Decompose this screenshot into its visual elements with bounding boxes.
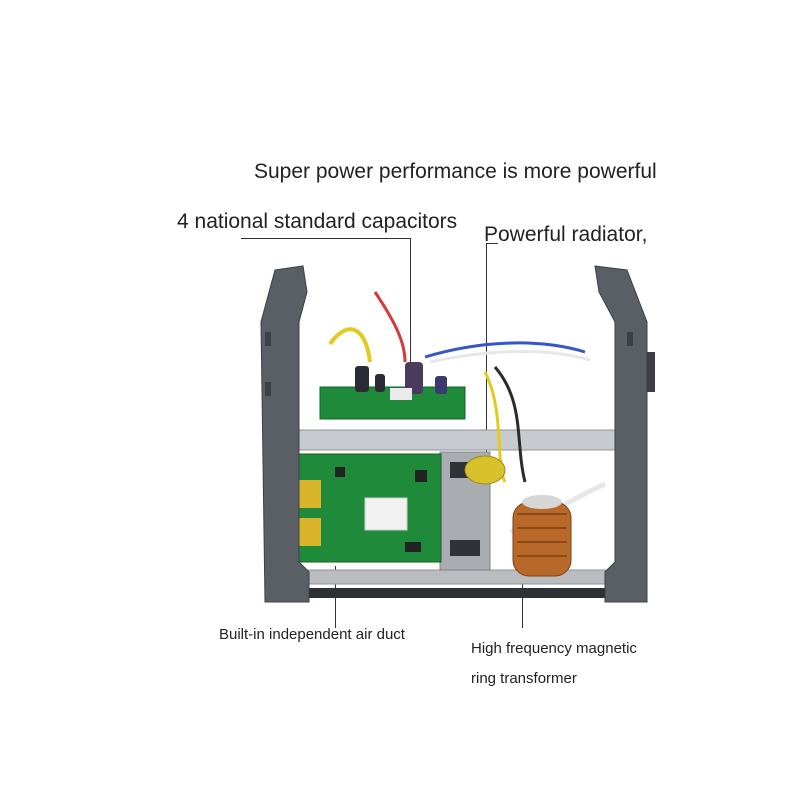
welder-interior-photo [260, 265, 655, 603]
transformer-label-line1: High frequency magnetic [471, 640, 637, 657]
capacitors-leader-v [410, 238, 411, 380]
radiator-label: Powerful radiator, [484, 223, 648, 246]
capacitors-label: 4 national standard capacitors [177, 210, 458, 233]
capacitors-leader-h [241, 238, 411, 239]
air-duct-label: Built-in independent air duct [219, 626, 405, 643]
radiator-leader-h [486, 243, 498, 244]
transformer-label: High frequency magnetic ring transformer [471, 634, 637, 694]
radiator-leader-v [486, 243, 487, 483]
headline: Super power performance is more powerful [254, 160, 657, 183]
transformer-label-line2: ring transformer [471, 670, 577, 687]
